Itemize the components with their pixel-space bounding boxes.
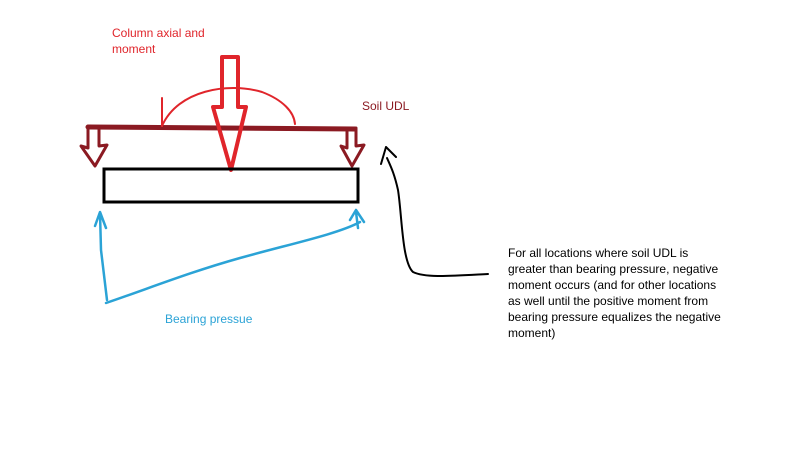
column-load	[161, 55, 296, 172]
footing-rect	[102, 167, 360, 204]
column-load-label: Column axial and moment	[112, 26, 205, 56]
bearing-profile	[104, 220, 362, 305]
bearing-pressure	[93, 208, 366, 305]
bearing-arrow-right-icon	[348, 208, 366, 230]
note-pointer	[380, 146, 489, 277]
bearing-arrow-left-icon	[93, 210, 109, 302]
moment-arc	[161, 87, 296, 127]
soil-udl	[79, 124, 366, 168]
bearing-pressure-label: Bearing pressue	[165, 312, 253, 326]
note-arrow-icon	[380, 146, 397, 165]
soil-udl-label: Soil UDL	[362, 99, 410, 113]
note-pointer-line	[386, 157, 489, 277]
soil-udl-line	[85, 124, 358, 132]
column-axial-arrow-icon	[211, 55, 248, 172]
soil-arrow-left-icon	[79, 126, 109, 168]
note-text: For all locations where soil UDL is grea…	[508, 246, 721, 340]
soil-arrow-right-icon	[339, 126, 366, 168]
